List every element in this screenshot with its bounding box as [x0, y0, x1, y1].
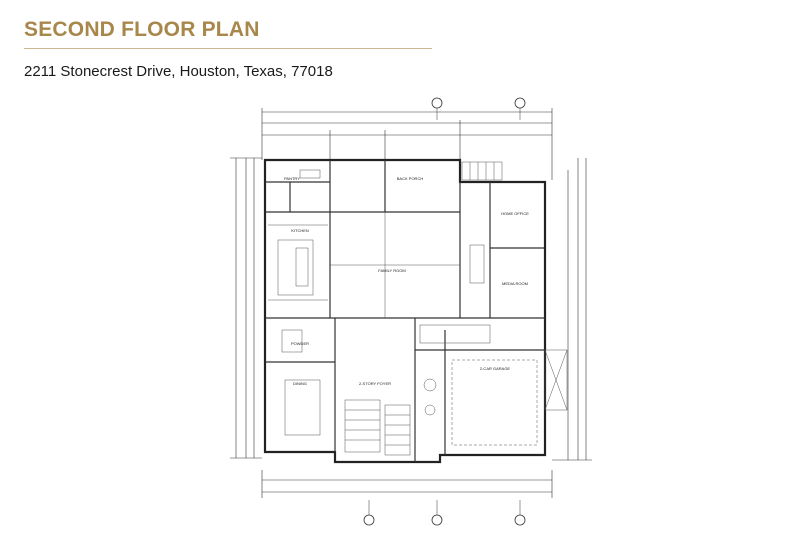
- page-title: SECOND FLOOR PLAN: [24, 18, 260, 41]
- room-label: 2-STORY FOYER: [359, 381, 391, 386]
- room-label: KITCHEN: [291, 228, 309, 233]
- room-label: FAMILY ROOM: [378, 268, 405, 273]
- room-label: 2-CAR GARAGE: [480, 366, 511, 371]
- room-label: PANTRY: [284, 176, 300, 181]
- title-divider: [24, 48, 432, 49]
- room-label: HOME OFFICE: [501, 211, 529, 216]
- room-label: DINING: [293, 381, 307, 386]
- room-label: POWDER: [291, 341, 309, 346]
- property-address: 2211 Stonecrest Drive, Houston, Texas, 7…: [24, 63, 333, 80]
- room-label: BACK PORCH: [397, 176, 424, 181]
- room-label: MEDIA ROOM: [502, 281, 528, 286]
